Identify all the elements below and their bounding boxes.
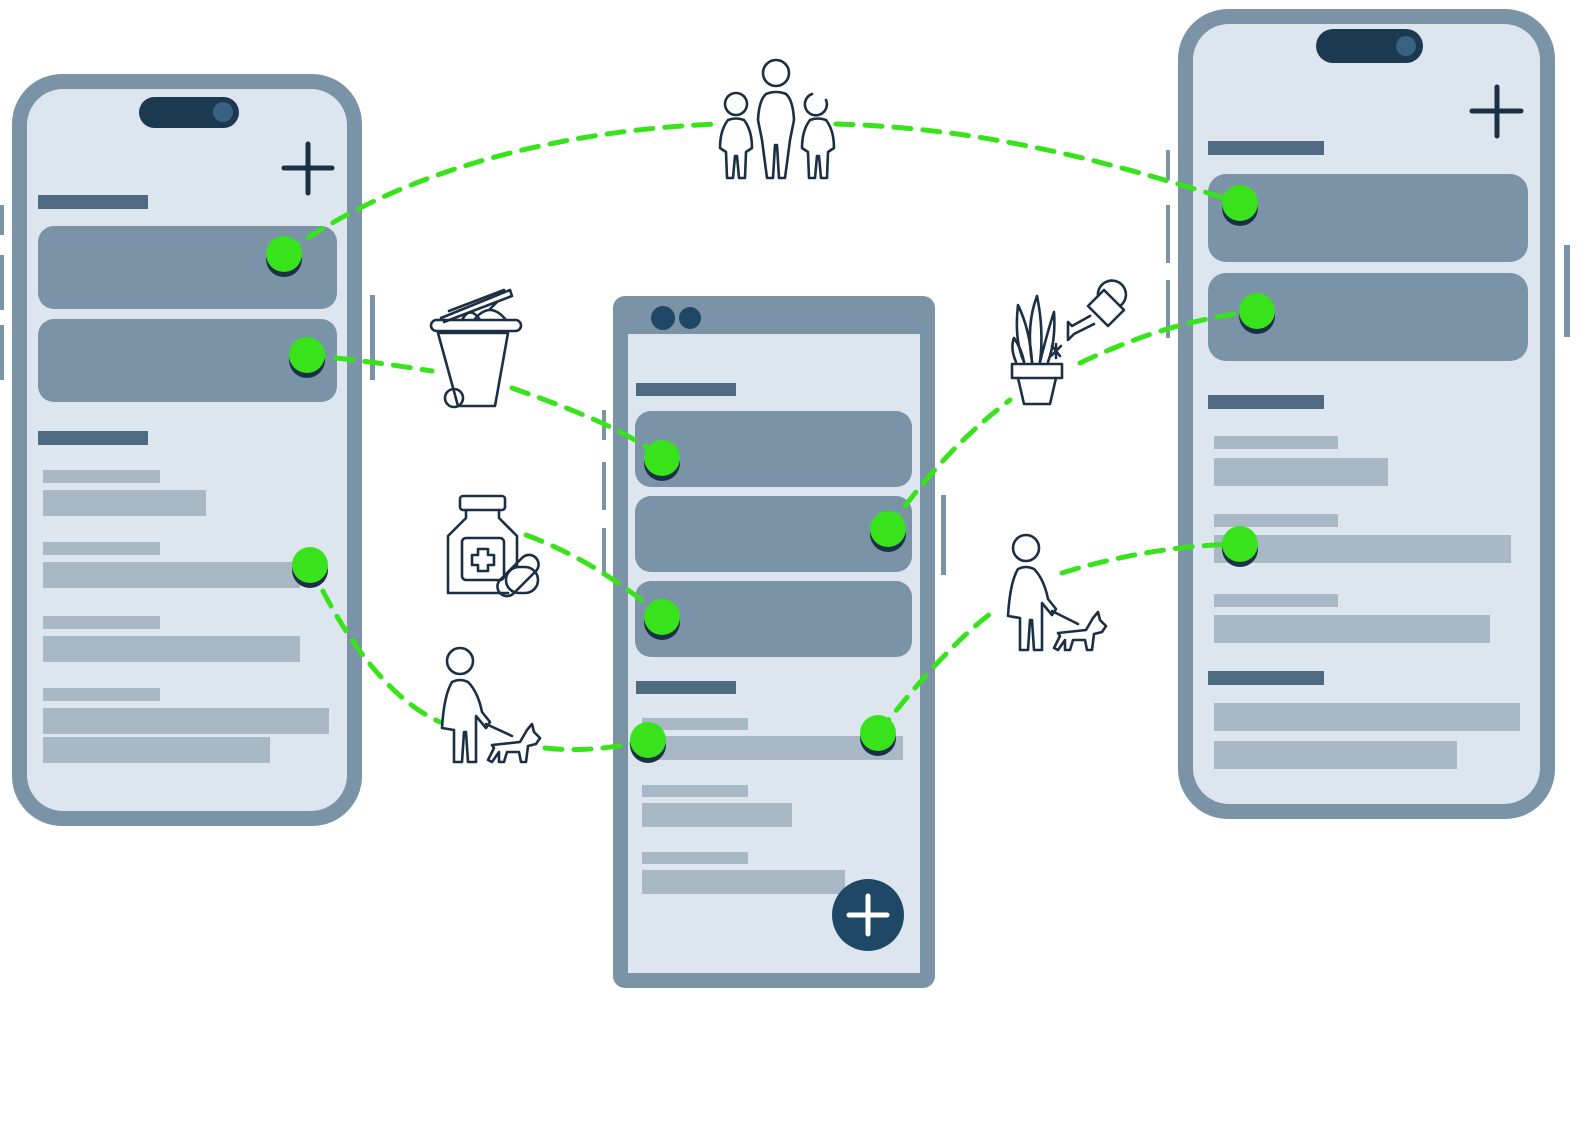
field-label — [642, 718, 748, 730]
field-value — [43, 737, 270, 763]
field-value — [43, 708, 329, 734]
field-value — [43, 490, 206, 516]
field-value — [1214, 741, 1457, 769]
field-value — [642, 870, 845, 894]
floating-add-button[interactable] — [832, 879, 904, 951]
field-value — [1214, 703, 1520, 731]
task-card[interactable] — [1208, 273, 1528, 361]
dog-walker-icon — [440, 646, 542, 764]
plus-icon[interactable] — [1469, 84, 1524, 139]
camera-notch — [1316, 29, 1423, 63]
connector-dog-walk-right — [1059, 541, 1243, 576]
section-heading — [1208, 141, 1324, 155]
field-value — [1214, 458, 1388, 486]
field-value — [1214, 535, 1511, 563]
field-label — [642, 785, 748, 797]
task-card[interactable] — [635, 496, 912, 572]
task-card[interactable] — [38, 226, 337, 309]
connector-dog-walk-right — [875, 605, 1001, 736]
dog-walker-icon — [1006, 533, 1108, 652]
field-value — [642, 736, 903, 760]
task-card[interactable] — [635, 411, 912, 487]
field-label — [642, 852, 748, 864]
field-label — [43, 688, 160, 701]
phone-center — [602, 296, 946, 988]
connector-dog-walk — [307, 562, 443, 725]
connector-plant — [885, 397, 1013, 532]
camera-dot — [651, 306, 675, 330]
plus-icon[interactable] — [281, 141, 335, 196]
field-value — [43, 562, 300, 588]
field-label — [43, 470, 160, 483]
field-label — [1214, 436, 1338, 449]
trash-bin-icon — [429, 288, 523, 409]
field-label — [43, 616, 160, 629]
watering-can-icon — [1066, 279, 1128, 342]
task-card[interactable] — [635, 581, 912, 657]
connector-family — [833, 121, 1243, 206]
phone-left — [0, 74, 375, 826]
field-value — [43, 636, 300, 662]
connector-plant — [1077, 308, 1260, 366]
section-heading — [1208, 671, 1324, 685]
field-value — [642, 803, 792, 827]
phone-right — [1166, 9, 1570, 819]
section-heading — [38, 431, 148, 445]
plus-icon — [846, 893, 890, 937]
connector-family — [281, 121, 721, 257]
camera-notch — [139, 97, 239, 128]
task-card[interactable] — [38, 319, 337, 402]
family-icon — [718, 58, 836, 180]
house-plant-icon — [1010, 294, 1064, 406]
field-label — [43, 542, 160, 555]
field-label — [1214, 594, 1338, 607]
section-heading — [1208, 395, 1324, 409]
section-heading — [636, 681, 736, 694]
field-value — [1214, 615, 1490, 643]
task-card[interactable] — [1208, 174, 1528, 262]
camera-dot — [679, 307, 701, 329]
section-heading — [636, 383, 736, 396]
medicine-bottle-icon — [446, 494, 540, 598]
section-heading — [38, 195, 148, 209]
field-label — [1214, 514, 1338, 527]
